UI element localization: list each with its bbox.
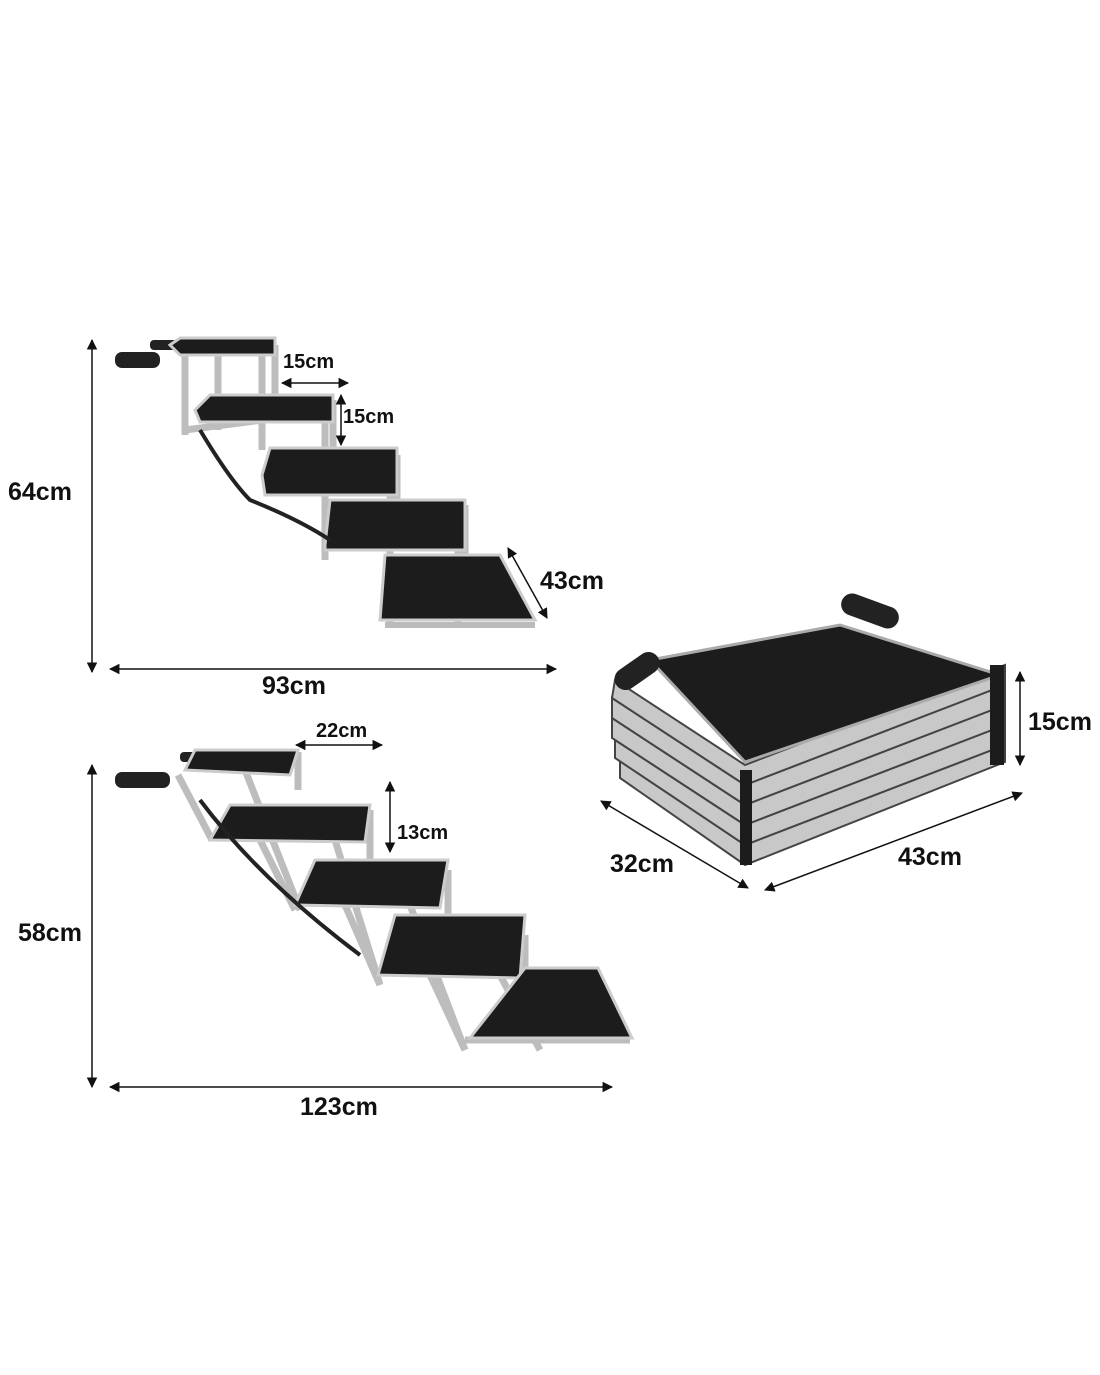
step-width-label: 43cm [540, 567, 604, 595]
handle-icon [115, 352, 160, 368]
folded-depth-label: 32cm [610, 850, 674, 878]
folded-height-label: 15cm [1028, 708, 1092, 736]
step-depth-label: 22cm [316, 720, 368, 742]
strap [198, 798, 362, 957]
dimension-lines [86, 338, 1026, 1093]
height-label: 64cm [8, 478, 72, 506]
handle-icon [115, 772, 170, 788]
stairs-high-configuration [115, 336, 538, 628]
length-label: 123cm [300, 1093, 378, 1121]
stairs-low-configuration [115, 748, 635, 1052]
step-rise-label: 13cm [397, 822, 449, 844]
length-label: 93cm [262, 672, 326, 700]
folded-stairs [610, 593, 1006, 867]
folded-width-label: 43cm [898, 843, 962, 871]
height-label: 58cm [18, 919, 82, 947]
strap [198, 428, 332, 542]
step-rise-label: 15cm [343, 406, 395, 428]
step-depth-label: 15cm [283, 351, 335, 373]
